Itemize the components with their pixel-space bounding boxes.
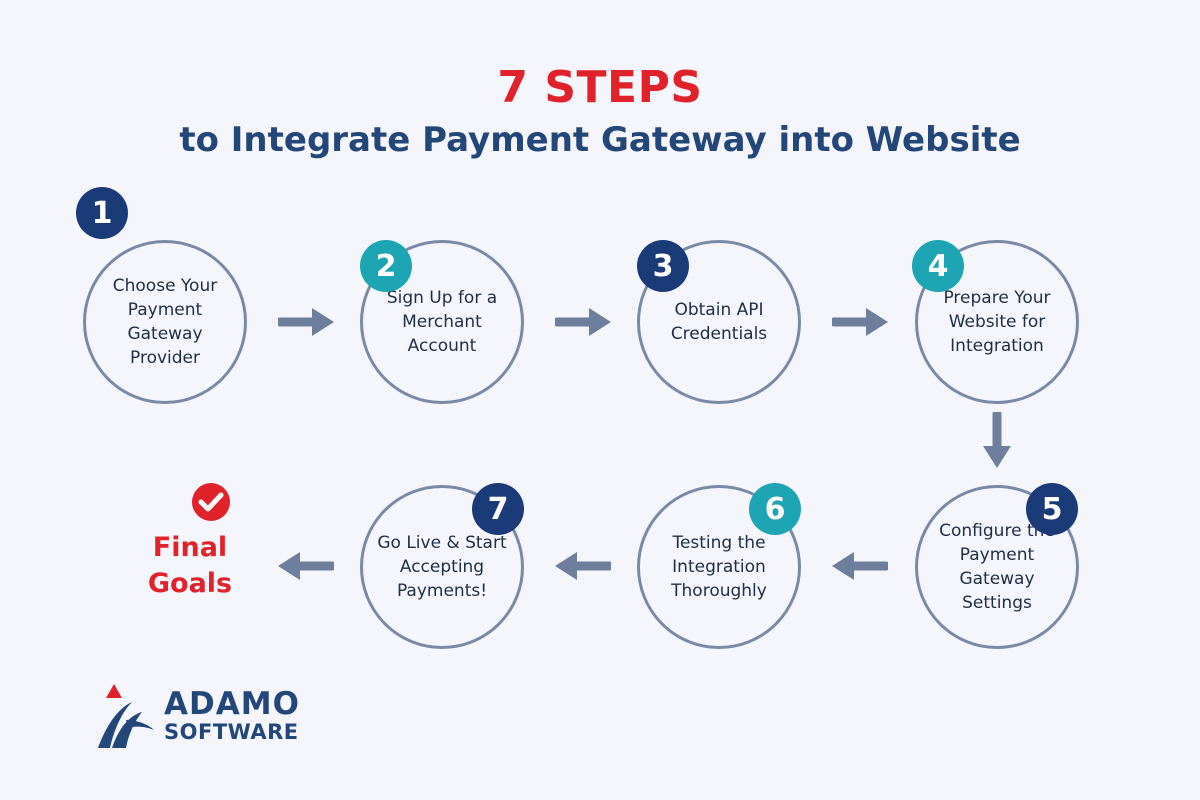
step-7-circle: Go Live & Start Accepting Payments! bbox=[360, 485, 524, 649]
step-2-text: Sign Up for a Merchant Account bbox=[386, 288, 498, 356]
final-goals-label: Final Goals bbox=[130, 530, 250, 602]
step-7-text: Go Live & Start Accepting Payments! bbox=[377, 533, 507, 601]
step-7-badge: 7 bbox=[472, 483, 524, 535]
final-goals-line-2: Goals bbox=[147, 568, 233, 599]
diagram-title: 7 STEPS bbox=[497, 62, 703, 113]
step-3-badge: 3 bbox=[637, 240, 689, 292]
step-4-text: Prepare Your Website for Integration bbox=[943, 288, 1051, 356]
adamo-logo-icon bbox=[98, 684, 154, 748]
arrow-right-icon bbox=[278, 308, 334, 336]
arrow-down-icon bbox=[983, 412, 1011, 468]
check-circle-icon bbox=[192, 483, 230, 521]
arrow-right-icon bbox=[832, 308, 888, 336]
arrow-left-icon bbox=[278, 552, 334, 580]
step-3-text: Obtain API Credentials bbox=[670, 300, 768, 344]
step-5-text: Configure the Payment Gateway Settings bbox=[939, 521, 1055, 613]
step-3-circle: Obtain API Credentials bbox=[637, 240, 801, 404]
step-6-badge: 6 bbox=[749, 483, 801, 535]
arrow-right-icon bbox=[555, 308, 611, 336]
diagram-subtitle: to Integrate Payment Gateway into Websit… bbox=[179, 120, 1021, 160]
step-4-circle: Prepare Your Website for Integration bbox=[915, 240, 1079, 404]
logo-wordmark-bottom: SOFTWARE bbox=[164, 720, 299, 744]
arrow-left-icon bbox=[555, 552, 611, 580]
step-4-badge: 4 bbox=[912, 240, 964, 292]
logo-wordmark-top: ADAMO bbox=[164, 686, 300, 722]
step-5-badge: 5 bbox=[1026, 483, 1078, 535]
step-1-circle: Choose Your Payment Gateway Provider bbox=[83, 240, 247, 404]
step-2-circle: Sign Up for a Merchant Account bbox=[360, 240, 524, 404]
final-goals-line-1: Final bbox=[152, 532, 228, 563]
arrow-left-icon bbox=[832, 552, 888, 580]
step-6-text: Testing the Integration Thoroughly bbox=[671, 533, 767, 601]
step-2-badge: 2 bbox=[360, 240, 412, 292]
step-1-text: Choose Your Payment Gateway Provider bbox=[112, 276, 218, 368]
step-1-badge: 1 bbox=[76, 187, 128, 239]
